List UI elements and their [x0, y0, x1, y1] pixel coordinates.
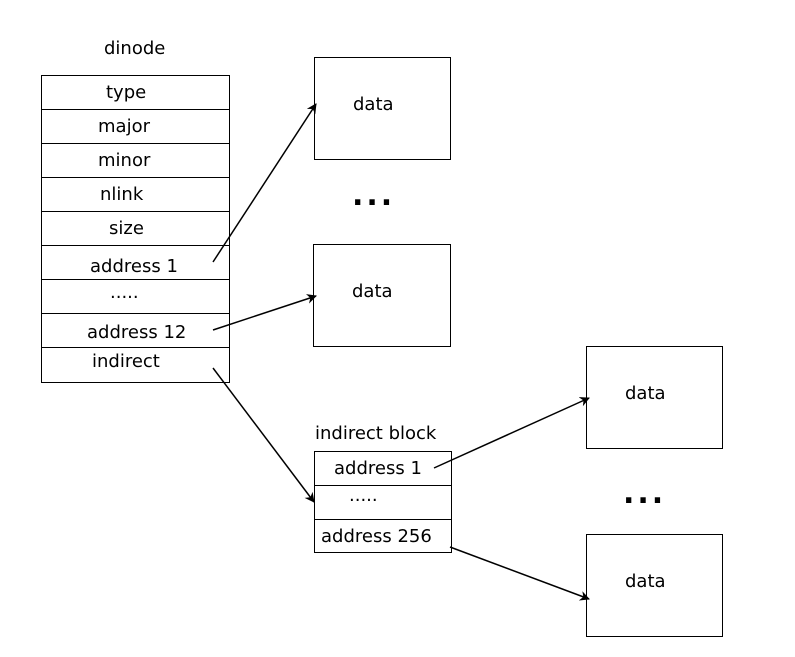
indirect-row-ellipsis: ..... [315, 485, 451, 520]
dinode-row-minor: minor [42, 144, 229, 178]
dinode-title: dinode [104, 38, 166, 59]
data-block-1: data [314, 57, 451, 160]
dinode-row-nlink: nlink [42, 178, 229, 212]
arrow-indirect-to-block [212, 367, 315, 503]
dinode-table: type major minor nlink size address 1 ..… [41, 75, 230, 383]
indirect-row-label: ..... [349, 485, 378, 506]
indirect-row-address-256: address 256 [315, 520, 451, 554]
dinode-row-major: major [42, 110, 229, 144]
dinode-row-ellipsis: ..... [42, 280, 229, 314]
dinode-row-address-12: address 12 [42, 314, 229, 348]
data-ellipsis-bottom: ... [623, 476, 667, 511]
dinode-row-size: size [42, 212, 229, 246]
arrow-indirect-address1-to-data [433, 397, 590, 469]
dinode-row-address-1: address 1 [42, 246, 229, 280]
arrow-indirect-address256-to-data [449, 546, 590, 601]
arrow-address12-to-data [212, 294, 317, 331]
data-block-12: data [313, 244, 451, 347]
dinode-row-label: minor [98, 150, 151, 171]
data-ellipsis-top: ... [352, 178, 396, 213]
dinode-row-label: size [109, 218, 144, 239]
dinode-row-label: type [106, 82, 147, 103]
indirect-block-title: indirect block [315, 423, 437, 444]
data-block-label: data [625, 571, 666, 592]
dinode-row-indirect: indirect [42, 348, 229, 382]
data-block-label: data [625, 383, 666, 404]
dinode-row-label: address 1 [90, 256, 178, 277]
data-block-indirect-256: data [586, 534, 723, 637]
indirect-block-table: address 1 ..... address 256 [314, 451, 452, 553]
dinode-row-type: type [42, 76, 229, 110]
dinode-row-label: major [98, 116, 150, 137]
dinode-row-label: ..... [110, 282, 139, 303]
data-block-label: data [352, 281, 393, 302]
dinode-row-label: indirect [92, 351, 160, 372]
indirect-row-address-1: address 1 [315, 452, 451, 486]
dinode-row-label: nlink [100, 184, 144, 205]
data-block-indirect-1: data [586, 346, 723, 449]
data-block-label: data [353, 94, 394, 115]
indirect-row-label: address 256 [321, 526, 432, 547]
arrow-address1-to-data [212, 103, 317, 263]
dinode-row-label: address 12 [87, 322, 187, 343]
indirect-row-label: address 1 [334, 458, 422, 479]
